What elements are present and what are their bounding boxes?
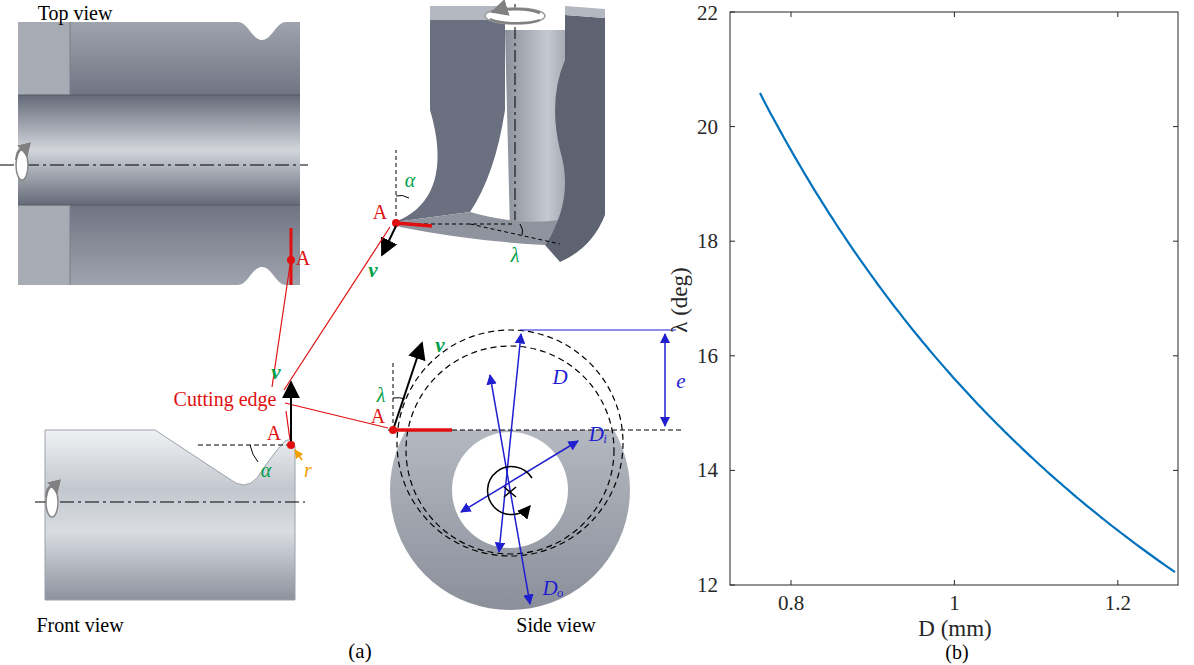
dimension-label: r [304, 459, 312, 482]
velocity-label: v [435, 333, 444, 357]
tick-label: 22 [697, 1, 718, 25]
tick-label: 0.8 [778, 591, 804, 615]
velocity-label: v [271, 360, 280, 384]
data-curve [760, 93, 1175, 572]
tick-label: 20 [697, 115, 718, 139]
angle-label: λ [377, 384, 386, 407]
tick-label: 1 [949, 591, 960, 615]
panel-label: (a) [348, 639, 371, 663]
velocity-label: v [368, 258, 377, 282]
axis-title: D (mm) [918, 616, 991, 642]
leader-lines [272, 227, 390, 440]
dimension-label: e [676, 369, 685, 393]
angle-label: α [405, 169, 416, 192]
point-label: A [296, 247, 310, 270]
tick-label: 14 [697, 458, 718, 482]
tick-label: 12 [697, 573, 718, 597]
tick-label: 1.2 [1105, 591, 1131, 615]
point-label: A [373, 201, 387, 224]
side-view-figure [388, 330, 684, 610]
angle-label: λ [511, 244, 520, 267]
view-title: Top view [38, 1, 113, 24]
view-title: Front view [36, 614, 123, 637]
tick-label: 18 [697, 229, 718, 253]
point-label: A [371, 405, 385, 428]
dimension-label: Dₒ [542, 576, 563, 600]
panel-label: (b) [945, 640, 968, 663]
view-title: Side view [516, 614, 595, 637]
dimension-label: Dᵢ [589, 422, 608, 446]
front-view-figure [35, 382, 305, 600]
point-label: A [267, 422, 281, 445]
line-chart [730, 12, 1178, 585]
callout-label: Cutting edge [174, 388, 277, 411]
isometric-view-figure [382, 4, 605, 262]
angle-label: α [261, 459, 272, 482]
dimension-label: D [552, 365, 567, 389]
tick-label: 16 [697, 344, 718, 368]
axis-title: λ (deg) [667, 267, 693, 332]
top-view-figure [0, 22, 308, 285]
